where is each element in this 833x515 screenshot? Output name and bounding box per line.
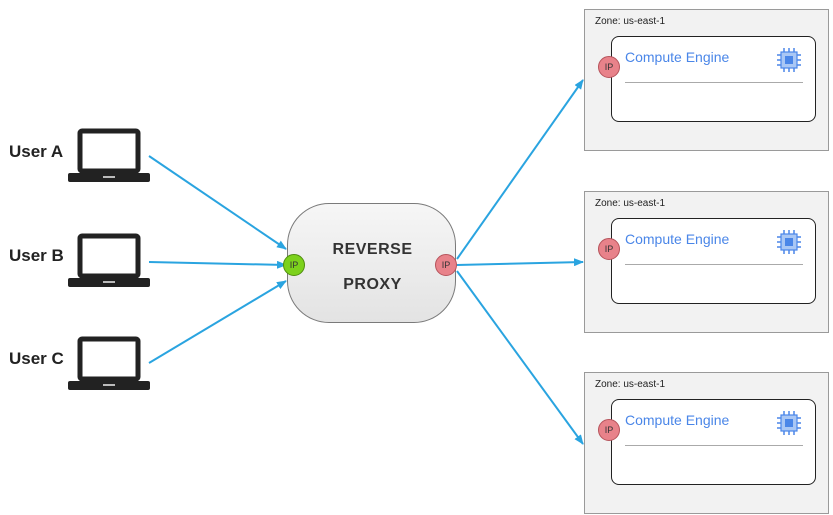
user-b-label: User B: [9, 246, 64, 265]
zone-ip-badge: IP: [598, 56, 620, 78]
divider: [625, 445, 803, 446]
user-c-label: User C: [9, 349, 64, 368]
arrow-proxy-to-zone-2: [456, 258, 584, 267]
zone-ip-badge: IP: [598, 238, 620, 260]
zone-label: Zone: us-east-1: [595, 379, 666, 390]
arrow-proxy-to-zone-3: [456, 270, 584, 445]
proxy-title-line-1: REVERSE: [332, 241, 413, 258]
arrow-user-c-to-proxy: [148, 280, 287, 364]
divider: [625, 82, 803, 83]
laptop-icon: [68, 128, 150, 182]
arrow-proxy-to-zone-1: [456, 79, 584, 260]
proxy-ingress-ip-badge: IP: [283, 254, 305, 276]
compute-engine-chip-icon: [777, 48, 801, 72]
zone-box: Zone: us-east-1 Compute Engine IP: [584, 191, 829, 333]
zone-label: Zone: us-east-1: [595, 16, 666, 27]
divider: [625, 264, 803, 265]
arrow-user-b-to-proxy: [148, 260, 287, 269]
compute-engine-card: Compute Engine: [611, 399, 816, 485]
reverse-proxy-node: REVERSE PROXY: [287, 203, 456, 323]
compute-engine-title: Compute Engine: [625, 49, 730, 65]
zone-ip-badge: IP: [598, 419, 620, 441]
zone-box: Zone: us-east-1 Compute Engine IP: [584, 372, 829, 514]
compute-engine-chip-icon: [777, 230, 801, 254]
arrow-user-a-to-proxy: [148, 155, 287, 250]
user-a-label: User A: [9, 142, 64, 161]
compute-engine-chip-icon: [777, 411, 801, 435]
compute-engine-title: Compute Engine: [625, 412, 730, 428]
zone-box: Zone: us-east-1 Compute Engine IP: [584, 9, 829, 151]
proxy-title-line-2: PROXY: [343, 276, 402, 293]
compute-engine-card: Compute Engine: [611, 36, 816, 122]
laptop-icon: [68, 336, 150, 390]
compute-engine-card: Compute Engine: [611, 218, 816, 304]
compute-engine-title: Compute Engine: [625, 231, 730, 247]
proxy-egress-ip-badge: IP: [435, 254, 457, 276]
zone-label: Zone: us-east-1: [595, 198, 666, 209]
laptop-icon: [68, 233, 150, 287]
